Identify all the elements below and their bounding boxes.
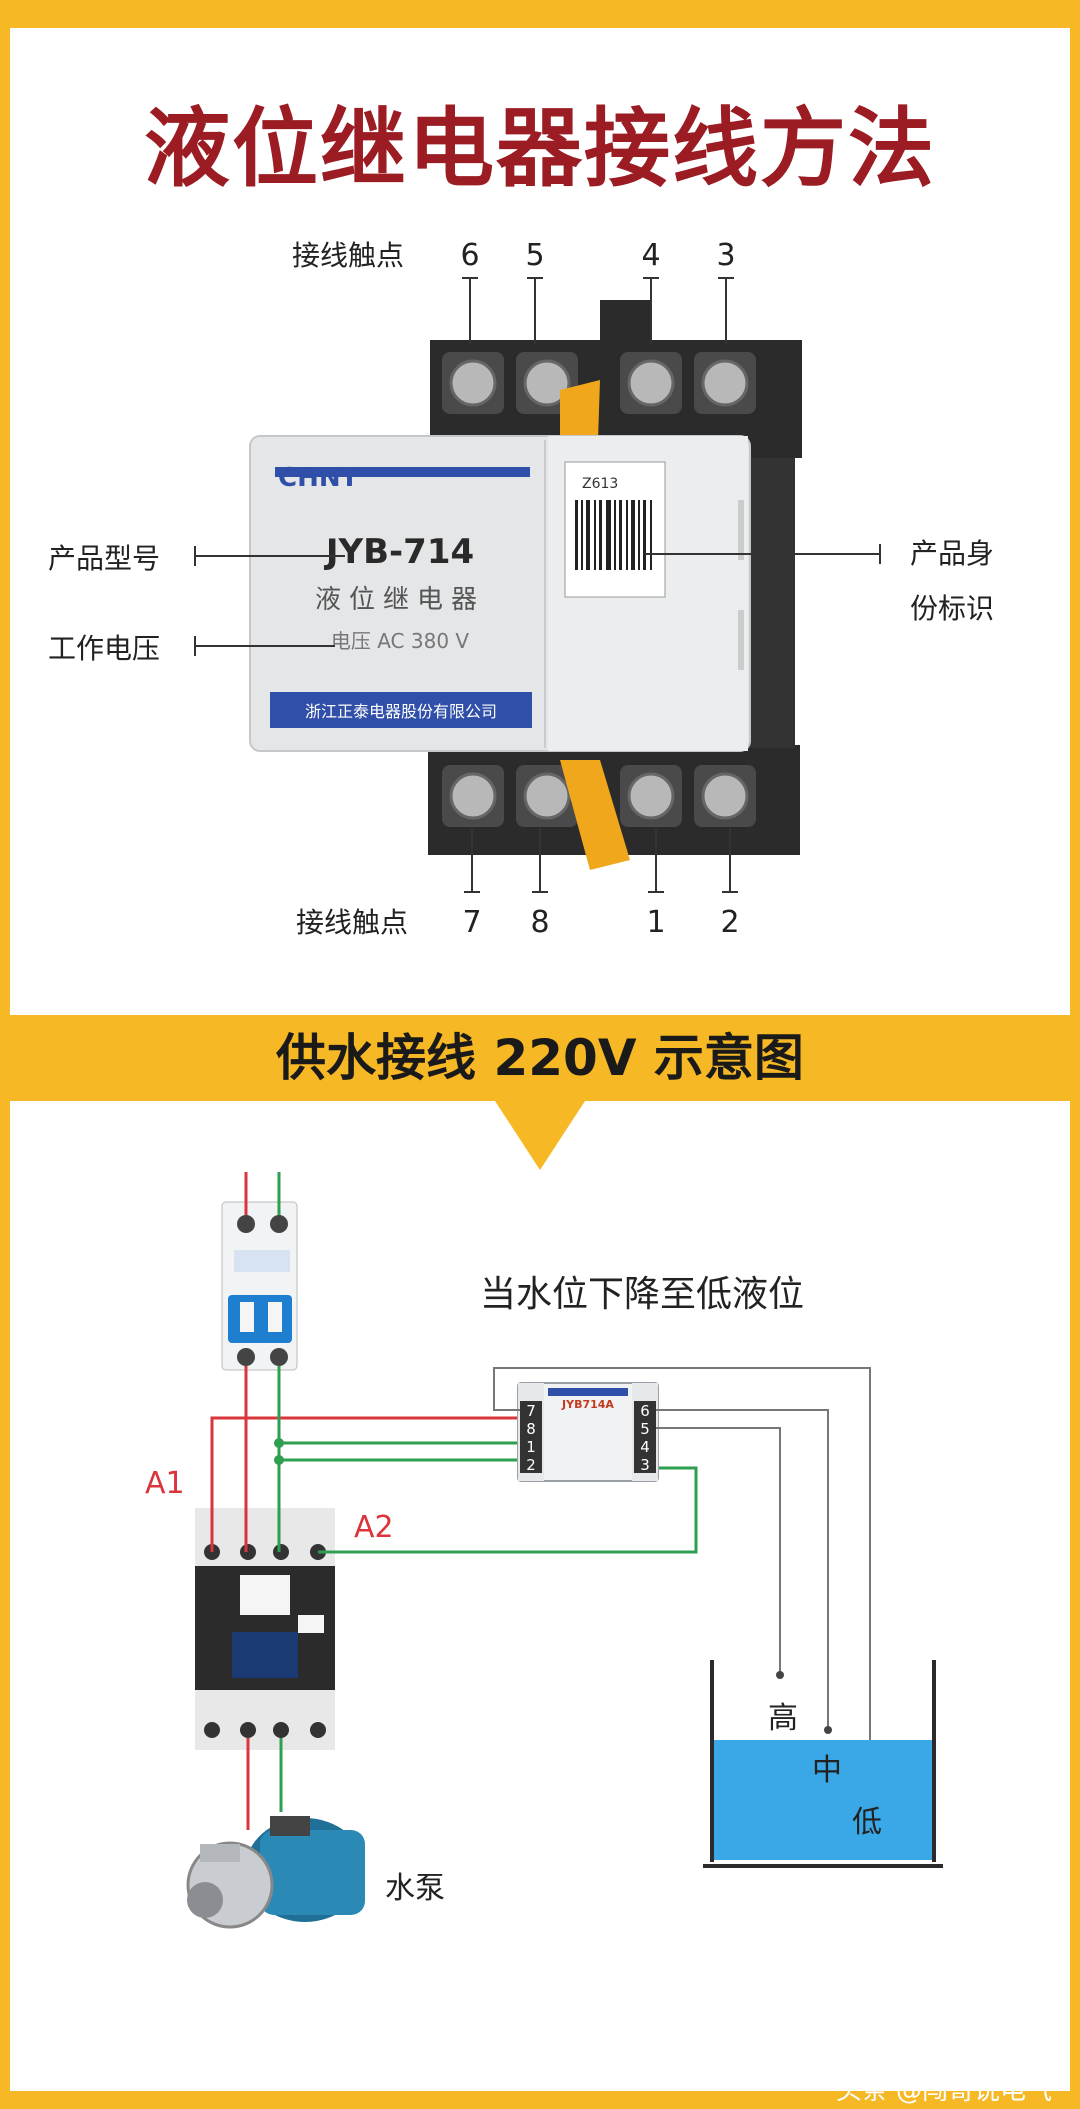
- main-title: 液位继电器接线方法: [144, 98, 936, 199]
- tank-water: [712, 1740, 934, 1860]
- orange-latch-bottom: [560, 760, 630, 870]
- device-model: JYB-714: [324, 532, 474, 572]
- band-arrow: [495, 1101, 585, 1170]
- relay-terminal-5: 5: [640, 1420, 650, 1438]
- relay-terminal-7: 7: [526, 1402, 536, 1420]
- watermark: 头条 @闯哥说电气: [835, 2076, 1052, 2106]
- label-a2: A2: [354, 1510, 394, 1545]
- neutral-wires: [277, 1172, 698, 1812]
- terminal-1-label: 1: [646, 905, 665, 940]
- upper-base-tab: [600, 300, 650, 360]
- pump-label: 水泵: [385, 1871, 445, 1906]
- lower-screw-row: [442, 765, 756, 827]
- brand-logo: CHNT: [278, 463, 359, 493]
- sticker-code: Z613: [582, 476, 618, 492]
- level-low-label: 低: [852, 1805, 882, 1840]
- callout-lines: [194, 277, 881, 893]
- contacts-label-bottom: 接线触点: [296, 906, 408, 939]
- relay-terminal-3: 3: [640, 1456, 650, 1474]
- orange-latch-top: [560, 380, 600, 450]
- terminal-2-label: 2: [720, 905, 739, 940]
- barcode-icon: [575, 500, 652, 570]
- relay-terminal-8: 8: [526, 1420, 536, 1438]
- level-high-label: 高: [768, 1701, 798, 1736]
- relay-terminal-1: 1: [526, 1438, 536, 1456]
- relay-terminal-6: 6: [640, 1402, 650, 1420]
- bottom-panel: [10, 1101, 1070, 2091]
- water-pump: [186, 1816, 365, 1929]
- terminal-7-label: 7: [462, 905, 481, 940]
- bottom-strip: [0, 2091, 1080, 2109]
- relay-left-terminals: [520, 1401, 542, 1473]
- circuit-breaker: [221, 1201, 298, 1371]
- terminal-6-label: 6: [460, 238, 479, 273]
- terminal-5-label: 5: [525, 238, 544, 273]
- label-a1: A1: [145, 1466, 185, 1501]
- terminal-4-label: 4: [641, 238, 660, 273]
- section-title: 供水接线 220V 示意图: [276, 1029, 804, 1087]
- relay-model-label: JYB714A: [561, 1398, 614, 1411]
- label-model: 产品型号: [48, 542, 160, 575]
- probe-wires: [493, 1367, 871, 1775]
- water-tank: [703, 1660, 943, 1868]
- wire-junctions: [274, 1438, 284, 1465]
- section-band: [0, 1015, 1080, 1101]
- label-id-line1: 产品身: [910, 537, 994, 570]
- level-mid-label: 中: [812, 1753, 842, 1788]
- relay-terminal-4: 4: [640, 1438, 650, 1456]
- relay-right-terminals: [634, 1401, 656, 1473]
- caption-low-level: 当水位下降至低液位: [480, 1274, 804, 1315]
- device-voltage: 电压 AC 380 V: [331, 629, 470, 653]
- label-id-line2: 份标识: [910, 592, 994, 625]
- upper-screw-row: [442, 352, 756, 414]
- device-name: 液位继电器: [315, 585, 485, 615]
- contactor: [195, 1508, 335, 1750]
- maker-stripe: [270, 692, 532, 728]
- terminal-8-label: 8: [530, 905, 549, 940]
- live-wires: [210, 1172, 518, 1830]
- terminal-3-label: 3: [716, 238, 735, 273]
- device-maker: 浙江正泰电器股份有限公司: [305, 702, 497, 721]
- label-voltage: 工作电压: [48, 632, 160, 665]
- brand-stripe: [275, 467, 530, 477]
- relay-terminal-2: 2: [526, 1456, 536, 1474]
- contacts-label-top: 接线触点: [292, 239, 404, 272]
